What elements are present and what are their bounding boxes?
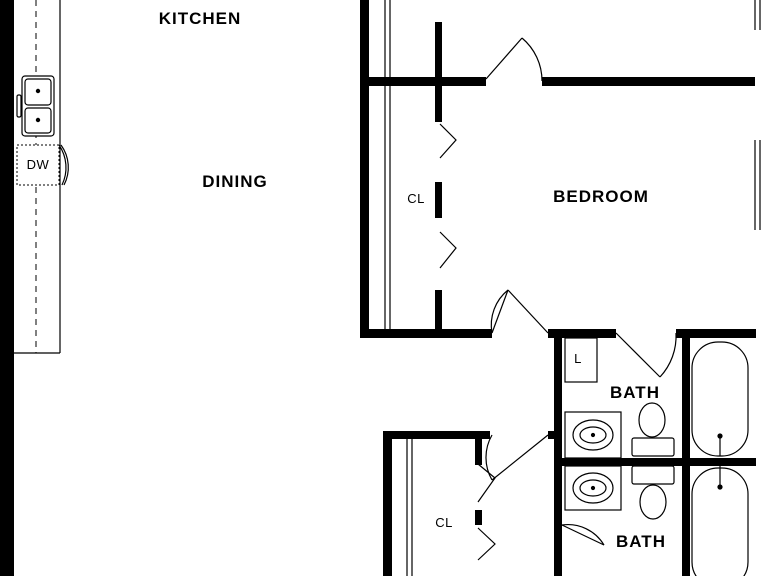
bath-divider-wall	[560, 458, 756, 466]
left-exterior-wall	[0, 0, 14, 576]
closet-lower-label: CL	[435, 515, 453, 530]
closet-bifold-doors-icon	[439, 123, 496, 561]
closet-divider-bottom	[435, 290, 442, 330]
lower-bedroom-top-wall-right	[548, 431, 558, 439]
lower-closet-divider-mid	[475, 510, 482, 525]
doors	[439, 37, 677, 561]
bedroom-bottom-wall-right	[676, 329, 756, 338]
closet-divider-top	[435, 22, 442, 122]
upper-bathtub-icon	[691, 341, 749, 457]
bath-tub-wall	[682, 333, 690, 576]
fixture-labels: DW CL CL L	[27, 157, 582, 530]
lower-bath-door-icon	[561, 523, 605, 546]
closet-upper-label: CL	[407, 191, 425, 206]
lower-bedroom-top-wall	[383, 431, 490, 439]
bedroom-bottom-wall-left	[360, 329, 492, 338]
bedroom-top-wall-left	[360, 77, 486, 86]
dining-label: DINING	[202, 172, 268, 191]
bath-upper-label: BATH	[610, 383, 660, 402]
bath-left-wall	[554, 333, 562, 576]
room-labels: KITCHEN DINING BEDROOM BATH BATH	[159, 9, 666, 551]
closet-divider-mid	[435, 182, 442, 218]
linen-label: L	[574, 351, 582, 366]
bath-lower-label: BATH	[616, 532, 666, 551]
kitchen-label: KITCHEN	[159, 9, 242, 28]
bedroom-label: BEDROOM	[553, 187, 649, 206]
dishwasher-label: DW	[27, 157, 50, 172]
lower-bathtub-icon	[691, 466, 749, 576]
upper-bath-vanity	[564, 411, 622, 459]
lower-closet-divider-top	[475, 435, 482, 465]
lower-bedroom-door-icon	[485, 434, 549, 481]
bedroom-top-wall-right	[542, 77, 755, 86]
lower-bedroom-left-wall	[383, 431, 392, 576]
bedroom-bottom-wall-mid	[548, 329, 616, 338]
dishwasher-icon	[16, 144, 69, 186]
bath-door-icon	[615, 332, 677, 378]
lower-bath-vanity	[564, 465, 622, 511]
linen-closet	[564, 337, 598, 383]
sink-icon	[572, 419, 614, 451]
sink-icon	[572, 472, 614, 504]
upper-toilet-icon	[631, 402, 675, 457]
lower-toilet-icon	[631, 465, 675, 520]
windows	[384, 0, 761, 576]
hall-wall-top-vertical	[360, 0, 369, 338]
bedroom-hall-door-icon	[490, 289, 549, 334]
bedroom-door-icon	[485, 37, 543, 82]
kitchen-sink-icon	[16, 75, 55, 137]
